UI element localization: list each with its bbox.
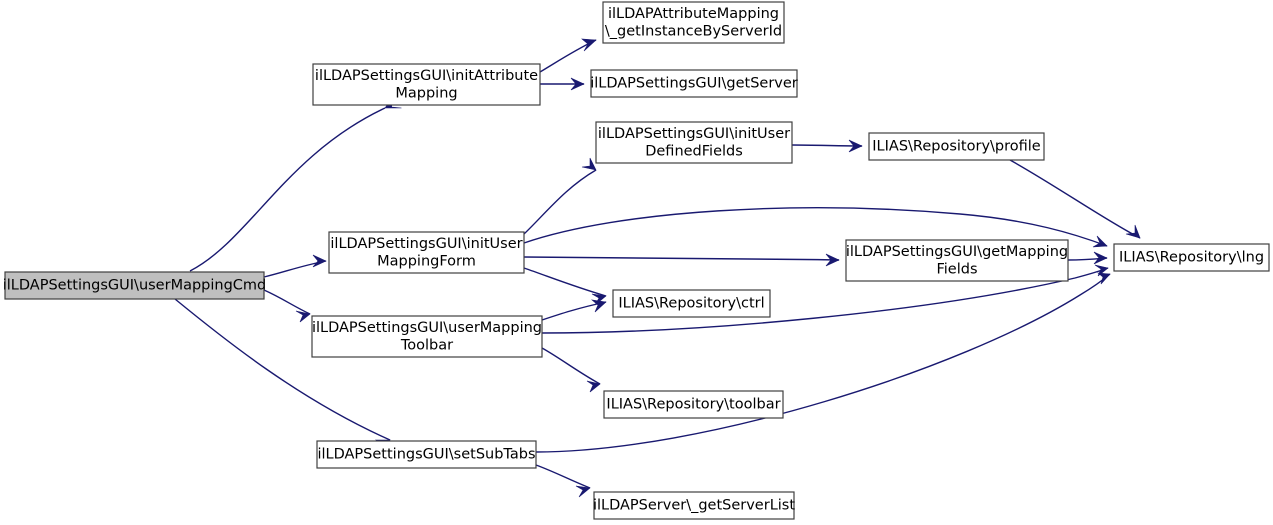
graph-node-setSubTabs[interactable]: ilLDAPSettingsGUI\setSubTabs [316,440,537,469]
edge-line [541,267,1109,334]
graph-node-getInstanceByServerId[interactable]: ilLDAPAttributeMapping\_getInstanceBySer… [602,1,785,44]
edge-initUserDefinedFields-to-profile [791,139,863,153]
nodes-layer: ilLDAPSettingsGUI\userMappingCmd ilLDAPSe… [3,1,1270,520]
arrowhead-icon [575,485,591,498]
node-label-line: ilLDAPSettingsGUI\initUser [330,236,522,252]
edge-userMappingToolbar-to-toolbar [541,347,601,393]
node-box[interactable] [590,69,798,98]
node-box[interactable] [595,121,793,164]
node-label-line: Mapping [395,85,457,101]
edge-initUserMappingForm-to-ctrl [523,267,607,306]
node-label-line: Toolbar [400,337,453,353]
arrowhead-icon [586,380,601,393]
node-label-line: \_getInstanceByServerId [605,23,782,39]
node-label-line: Fields [936,261,977,277]
arrowhead-icon [312,254,327,268]
graph-node-ctrl[interactable]: ILIAS\Repository\ctrl [612,289,771,318]
edge-userMappingToolbar-to-ctrl [541,299,607,321]
edge-initAttributeMapping-to-getInstanceByServerId [539,38,597,73]
node-box[interactable] [845,239,1069,282]
edge-line [535,464,591,489]
edges-layer [174,38,1141,498]
arrowhead-icon [1092,235,1108,248]
edge-userMappingCmd-to-initUserMappingForm [263,254,327,278]
arrowhead-icon [1125,224,1141,239]
edge-setSubTabs-to-getServerList [535,464,591,498]
node-label-line: ilLDAPSettingsGUI\userMappingCmd [3,278,267,294]
node-label-line: ilLDAPSettingsGUI\initAttribute [315,68,538,84]
graph-node-lng[interactable]: ILIAS\Repository\lng [1113,243,1270,272]
edge-initUserMappingForm-to-getMappingFields [523,253,840,267]
arrowhead-icon [581,157,597,171]
node-box[interactable] [612,289,771,318]
edge-initUserMappingForm-to-initUserDefinedFields [523,157,597,235]
edge-line [174,298,391,441]
node-box[interactable] [593,491,795,520]
arrowhead-icon [825,253,840,267]
graph-node-getServer[interactable]: ilLDAPSettingsGUI\getServer [590,69,798,98]
graph-node-profile[interactable]: ILIAS\Repository\profile [868,132,1045,161]
edge-getMappingFields-to-lng [1067,251,1108,265]
graph-node-userMappingCmd[interactable]: ilLDAPSettingsGUI\userMappingCmd [3,271,267,300]
graph-node-getServerList[interactable]: ilLDAPServer\_getServerList [593,491,795,520]
node-box[interactable] [1113,243,1270,272]
edge-line [523,256,840,261]
edge-line [523,169,597,235]
node-label-line: ilLDAPServer\_getServerList [593,498,795,514]
arrowhead-icon [1097,272,1111,285]
edge-line [523,267,607,297]
edge-profile-to-lng [1009,159,1141,239]
arrowhead-icon [1093,251,1108,265]
arrowhead-icon [590,299,607,313]
node-box[interactable] [4,271,265,300]
node-label-line: DefinedFields [645,143,743,159]
edge-line [791,144,863,147]
node-box[interactable] [868,132,1045,161]
node-box[interactable] [316,440,537,469]
arrowhead-icon [581,38,597,52]
node-label-line: ILIAS\Repository\toolbar [606,397,780,413]
arrowhead-icon [570,77,585,91]
node-label-line: ilLDAPAttributeMapping [608,6,779,22]
edge-line [535,273,1111,453]
arrowhead-icon [295,310,311,323]
edge-line [1009,159,1141,239]
edge-line [263,289,311,315]
node-box[interactable] [328,231,525,274]
edge-userMappingCmd-to-userMappingToolbar [263,289,311,323]
arrowhead-icon [848,139,863,153]
node-label-line: ilLDAPSettingsGUI\setSubTabs [317,447,535,463]
node-box[interactable] [603,390,784,419]
node-label-line: ILIAS\Repository\ctrl [618,296,764,312]
edge-line [189,107,386,272]
node-label-line: ilLDAPSettingsGUI\getMapping [846,244,1068,260]
node-box[interactable] [602,1,785,44]
graph-node-toolbar[interactable]: ILIAS\Repository\toolbar [603,390,784,419]
node-label-line: ILIAS\Repository\profile [872,139,1041,155]
node-box[interactable] [311,315,543,358]
node-label-line: ilLDAPSettingsGUI\userMapping [312,320,542,336]
edge-line [523,207,1108,247]
node-label-line: MappingForm [377,253,476,269]
node-box[interactable] [312,63,541,106]
node-label-line: ilLDAPSettingsGUI\initUser [598,126,790,142]
edge-setSubTabs-to-lng [535,272,1111,453]
edge-initAttributeMapping-to-getServer [540,77,585,91]
edge-initUserMappingForm-to-lng [523,207,1108,248]
edge-line [541,347,601,385]
node-label-line: ILIAS\Repository\lng [1119,250,1264,266]
node-label-line: ilLDAPSettingsGUI\getServer [590,76,798,92]
